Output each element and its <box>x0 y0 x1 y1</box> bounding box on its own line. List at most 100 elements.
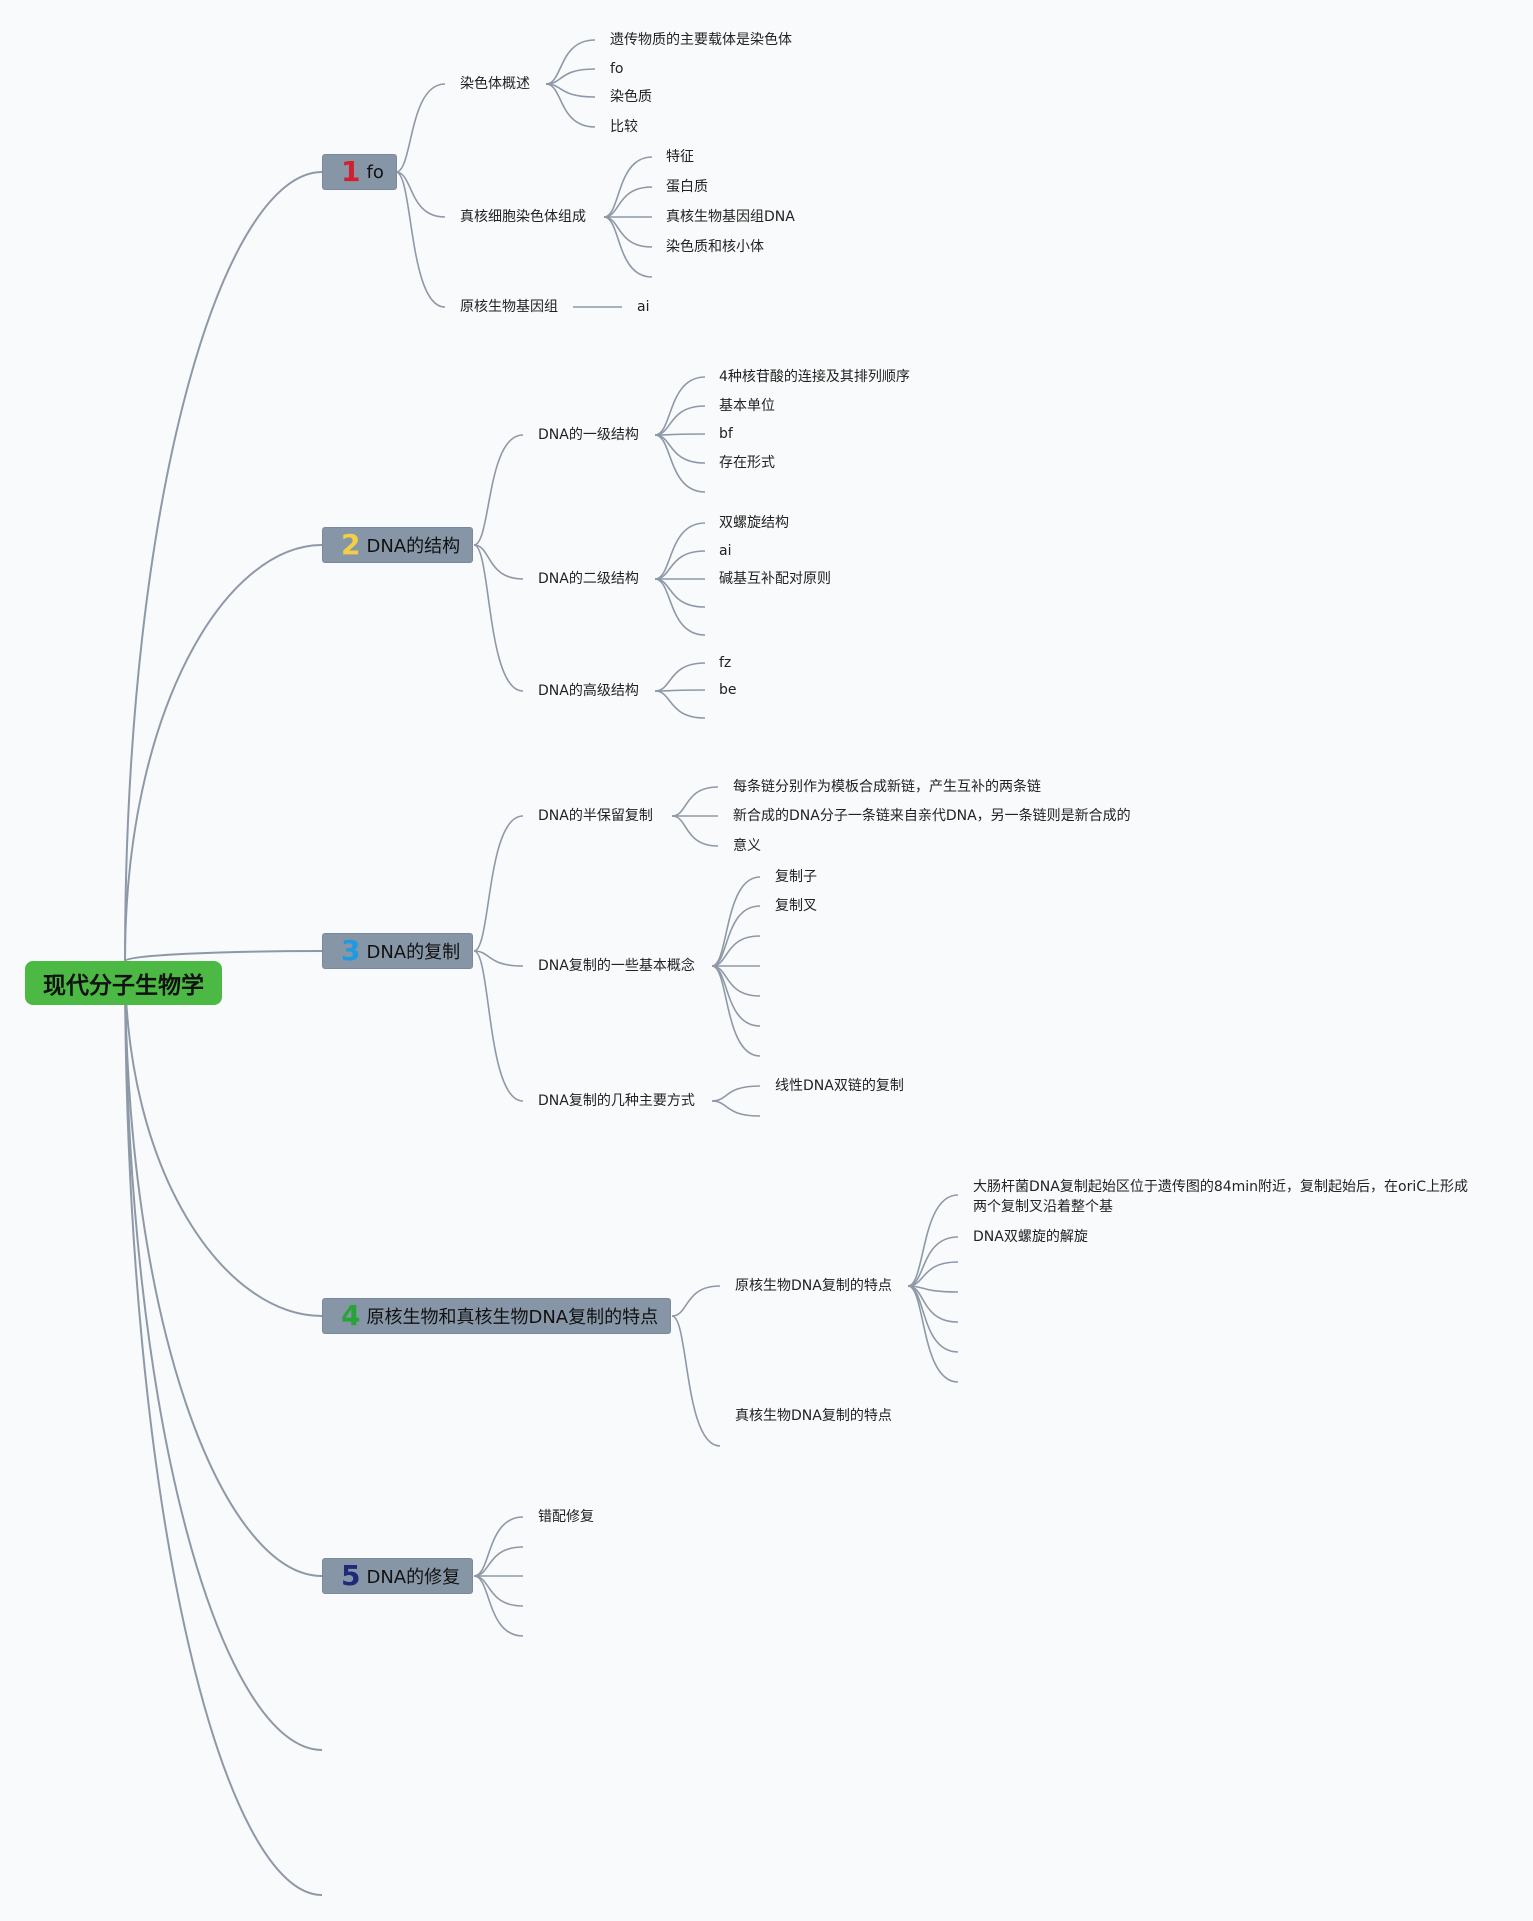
topic-5[interactable]: 5 DNA的修复 <box>322 1558 474 1594</box>
topic-number: 3 <box>341 934 361 967</box>
connector <box>545 39 596 85</box>
leaf[interactable]: 复制子 <box>775 869 817 885</box>
topic-number: 4 <box>341 1299 361 1332</box>
topic-number: 5 <box>341 1559 361 1592</box>
leaf[interactable]: ai <box>637 299 650 315</box>
leaf[interactable]: 意义 <box>733 838 761 854</box>
subtopic-4-1[interactable]: 原核生物DNA复制的特点 <box>735 1278 892 1294</box>
leaf[interactable]: 4种核苷酸的连接及其排列顺序 <box>719 369 910 385</box>
leaf[interactable]: 大肠杆菌DNA复制起始区位于遗传图的84min附近，复制起始后，在oriC上形成… <box>973 1179 1469 1215</box>
connector <box>654 434 706 493</box>
leaf[interactable]: 双螺旋结构 <box>719 515 789 531</box>
subtopic-1-1[interactable]: 染色体概述 <box>460 76 530 92</box>
topic-2[interactable]: 2 DNA的结构 <box>322 527 474 563</box>
connector <box>654 376 706 436</box>
leaf[interactable]: fo <box>610 61 624 77</box>
subtopic-2-1[interactable]: DNA的一级结构 <box>538 427 639 443</box>
leaf[interactable]: bf <box>719 426 733 442</box>
leaf[interactable]: 特征 <box>666 149 694 165</box>
connector <box>473 434 524 546</box>
leaf[interactable]: 遗传物质的主要载体是染色体 <box>610 32 792 48</box>
topic-label: fo <box>366 161 384 183</box>
connector <box>473 544 524 580</box>
connector <box>654 662 706 692</box>
connector <box>654 690 706 719</box>
connector <box>671 786 719 817</box>
connector <box>711 876 761 967</box>
subtopic-3-1[interactable]: DNA的半保留复制 <box>538 808 653 824</box>
root-connector <box>124 960 323 1577</box>
connector <box>671 1315 721 1447</box>
connector <box>907 1194 959 1287</box>
leaf[interactable]: fz <box>719 655 732 671</box>
connector <box>473 1575 524 1637</box>
connector <box>711 965 761 1057</box>
topic-number: 2 <box>341 528 361 561</box>
leaf[interactable]: be <box>719 682 737 698</box>
leaf[interactable]: 比较 <box>610 119 638 135</box>
leaf[interactable]: 线性DNA双链的复制 <box>775 1078 904 1094</box>
subtopic-5-1[interactable]: 错配修复 <box>538 1509 594 1525</box>
leaf[interactable]: 基本单位 <box>719 398 775 414</box>
root-label: 现代分子生物学 <box>43 973 204 999</box>
topic-3[interactable]: 3 DNA的复制 <box>322 933 474 969</box>
subtopic-3-2[interactable]: DNA复制的一些基本概念 <box>538 958 695 974</box>
subtopic-4-2[interactable]: 真核生物DNA复制的特点 <box>735 1408 892 1424</box>
connector <box>473 1546 524 1577</box>
subtopic-1-2[interactable]: 真核细胞染色体组成 <box>460 209 586 225</box>
connector <box>711 935 761 967</box>
connector <box>907 1236 959 1287</box>
root-node[interactable]: 现代分子生物学 <box>25 961 222 1005</box>
connector <box>545 68 596 85</box>
topic-label: DNA的结构 <box>366 536 461 557</box>
leaf[interactable]: 蛋白质 <box>666 179 708 195</box>
subtopic-2-3[interactable]: DNA的高级结构 <box>538 683 639 699</box>
topic-4[interactable]: 4 原核生物和真核生物DNA复制的特点 <box>322 1298 672 1334</box>
connector <box>671 815 719 847</box>
connector <box>654 433 706 436</box>
leaf[interactable]: 真核生物基因组DNA <box>666 209 795 225</box>
leaf[interactable]: 存在形式 <box>719 455 775 471</box>
leaf[interactable]: 复制叉 <box>775 898 817 914</box>
connector <box>473 950 524 967</box>
root-connector <box>124 960 323 1751</box>
root-connector <box>124 544 323 962</box>
leaf[interactable]: 新合成的DNA分子一条链来自亲代DNA，另一条链则是新合成的 <box>733 808 1131 824</box>
connector <box>603 156 653 218</box>
leaf[interactable]: DNA双螺旋的解旋 <box>973 1229 1088 1245</box>
connector <box>907 1261 959 1287</box>
subtopic-3-3[interactable]: DNA复制的几种主要方式 <box>538 1093 695 1109</box>
root-connector <box>124 960 323 1317</box>
leaf[interactable]: 每条链分别作为模板合成新链，产生互补的两条链 <box>733 779 1041 795</box>
connector <box>545 83 596 128</box>
connector <box>671 1285 721 1317</box>
subtopic-2-2[interactable]: DNA的二级结构 <box>538 571 639 587</box>
connector <box>395 171 446 218</box>
connector <box>654 522 706 580</box>
connector <box>473 815 524 952</box>
connector <box>654 689 706 692</box>
connector <box>603 216 653 278</box>
connector <box>711 1085 761 1102</box>
leaf[interactable]: 碱基互补配对原则 <box>719 571 831 587</box>
topic-label: DNA的修复 <box>366 1567 461 1588</box>
subtopic-1-3[interactable]: 原核生物基因组 <box>460 299 558 315</box>
connector <box>473 1516 524 1577</box>
connector <box>654 578 706 636</box>
root-connector <box>124 960 323 1896</box>
topic-1[interactable]: 1 fo <box>322 154 397 190</box>
connector <box>907 1285 959 1383</box>
connector <box>603 186 653 218</box>
connector <box>711 1100 761 1117</box>
leaf[interactable]: ai <box>719 543 732 559</box>
topic-number: 1 <box>341 155 361 188</box>
connector <box>395 83 446 173</box>
leaf[interactable]: 染色质 <box>610 89 652 105</box>
leaf[interactable]: 染色质和核小体 <box>666 239 764 255</box>
root-connector <box>124 171 323 962</box>
connector <box>395 171 446 308</box>
topic-label: 原核生物和真核生物DNA复制的特点 <box>366 1307 659 1328</box>
connector <box>545 83 596 98</box>
